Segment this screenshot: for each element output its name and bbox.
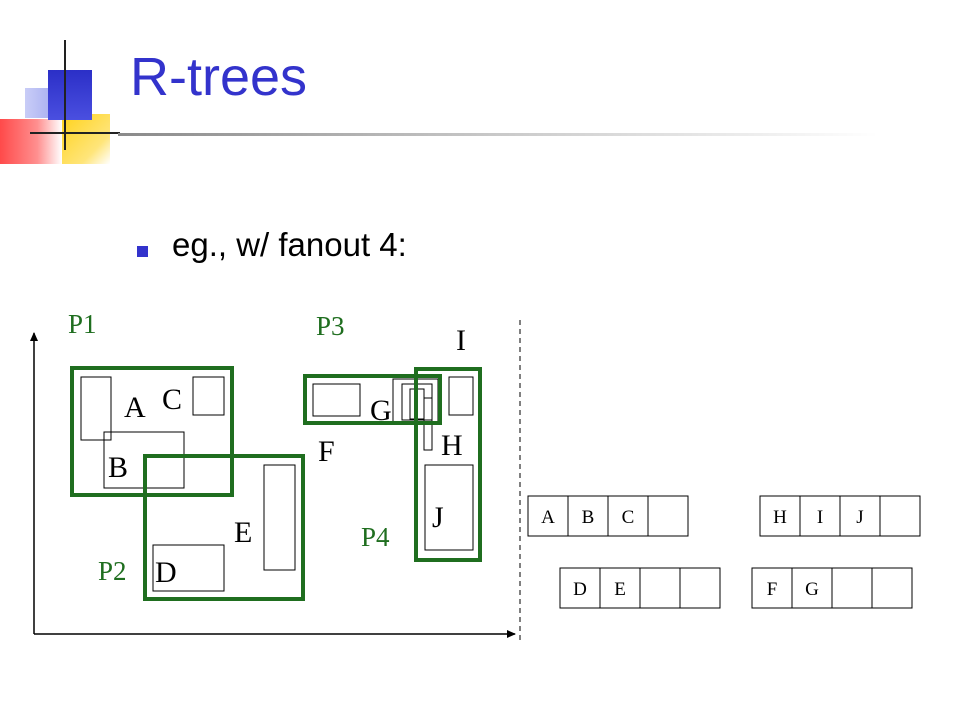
tree-node-cell <box>639 567 681 609</box>
tree-node-entry: A <box>541 507 555 528</box>
tree-node-entry: D <box>573 579 587 600</box>
label-P3: P3 <box>316 311 345 341</box>
tree-node-entry: C <box>622 507 635 528</box>
label-A: A <box>124 391 146 424</box>
node-box-P2 <box>143 454 305 601</box>
tree-node-1: A B C <box>527 495 689 537</box>
rect-J <box>424 464 474 551</box>
label-H: H <box>441 429 463 462</box>
rect-F <box>312 383 361 417</box>
tree-node-2: H I J <box>759 495 921 537</box>
tree-node-entry: G <box>805 579 819 600</box>
tree-node-entry: F <box>767 579 778 600</box>
bullet-text: eg., w/ fanout 4: <box>172 226 407 263</box>
rect-A <box>80 376 112 441</box>
rect-C <box>192 376 225 416</box>
title-underline <box>118 133 878 136</box>
page-title: R-trees <box>130 47 308 107</box>
tree-node-cell <box>871 567 913 609</box>
logo-red-block <box>0 119 62 164</box>
tree-node-cell <box>879 495 921 537</box>
bullet-marker <box>137 246 148 257</box>
label-P4: P4 <box>361 522 390 552</box>
label-J: J <box>432 501 444 534</box>
label-G: G <box>370 394 392 427</box>
label-E: E <box>234 516 252 549</box>
label-C: C <box>162 383 182 416</box>
label-P2: P2 <box>98 556 127 586</box>
rect-I <box>448 376 474 416</box>
logo-yellow-block <box>62 114 110 164</box>
tree-node-entry: B <box>582 507 595 528</box>
label-I: I <box>456 324 466 357</box>
label-B: B <box>108 451 128 484</box>
node-box-P1 <box>70 366 234 497</box>
tree-node-cell <box>647 495 689 537</box>
tree-node-entry: H <box>773 507 787 528</box>
tree-node-entry: I <box>817 507 823 528</box>
tree-node-entry: J <box>856 507 863 528</box>
rect-E <box>263 464 296 571</box>
tree-node-entry: E <box>614 579 626 600</box>
rect-D <box>152 544 225 592</box>
logo-vertical-line <box>64 40 66 150</box>
tree-node-cell <box>831 567 873 609</box>
label-D: D <box>155 556 177 589</box>
tree-node-cell <box>679 567 721 609</box>
label-P1: P1 <box>68 309 97 339</box>
logo-blue-block <box>48 70 92 120</box>
node-box-P3 <box>303 374 442 425</box>
label-F: F <box>318 435 335 468</box>
logo-horizontal-line <box>30 132 120 134</box>
node-box-P4 <box>414 367 482 562</box>
